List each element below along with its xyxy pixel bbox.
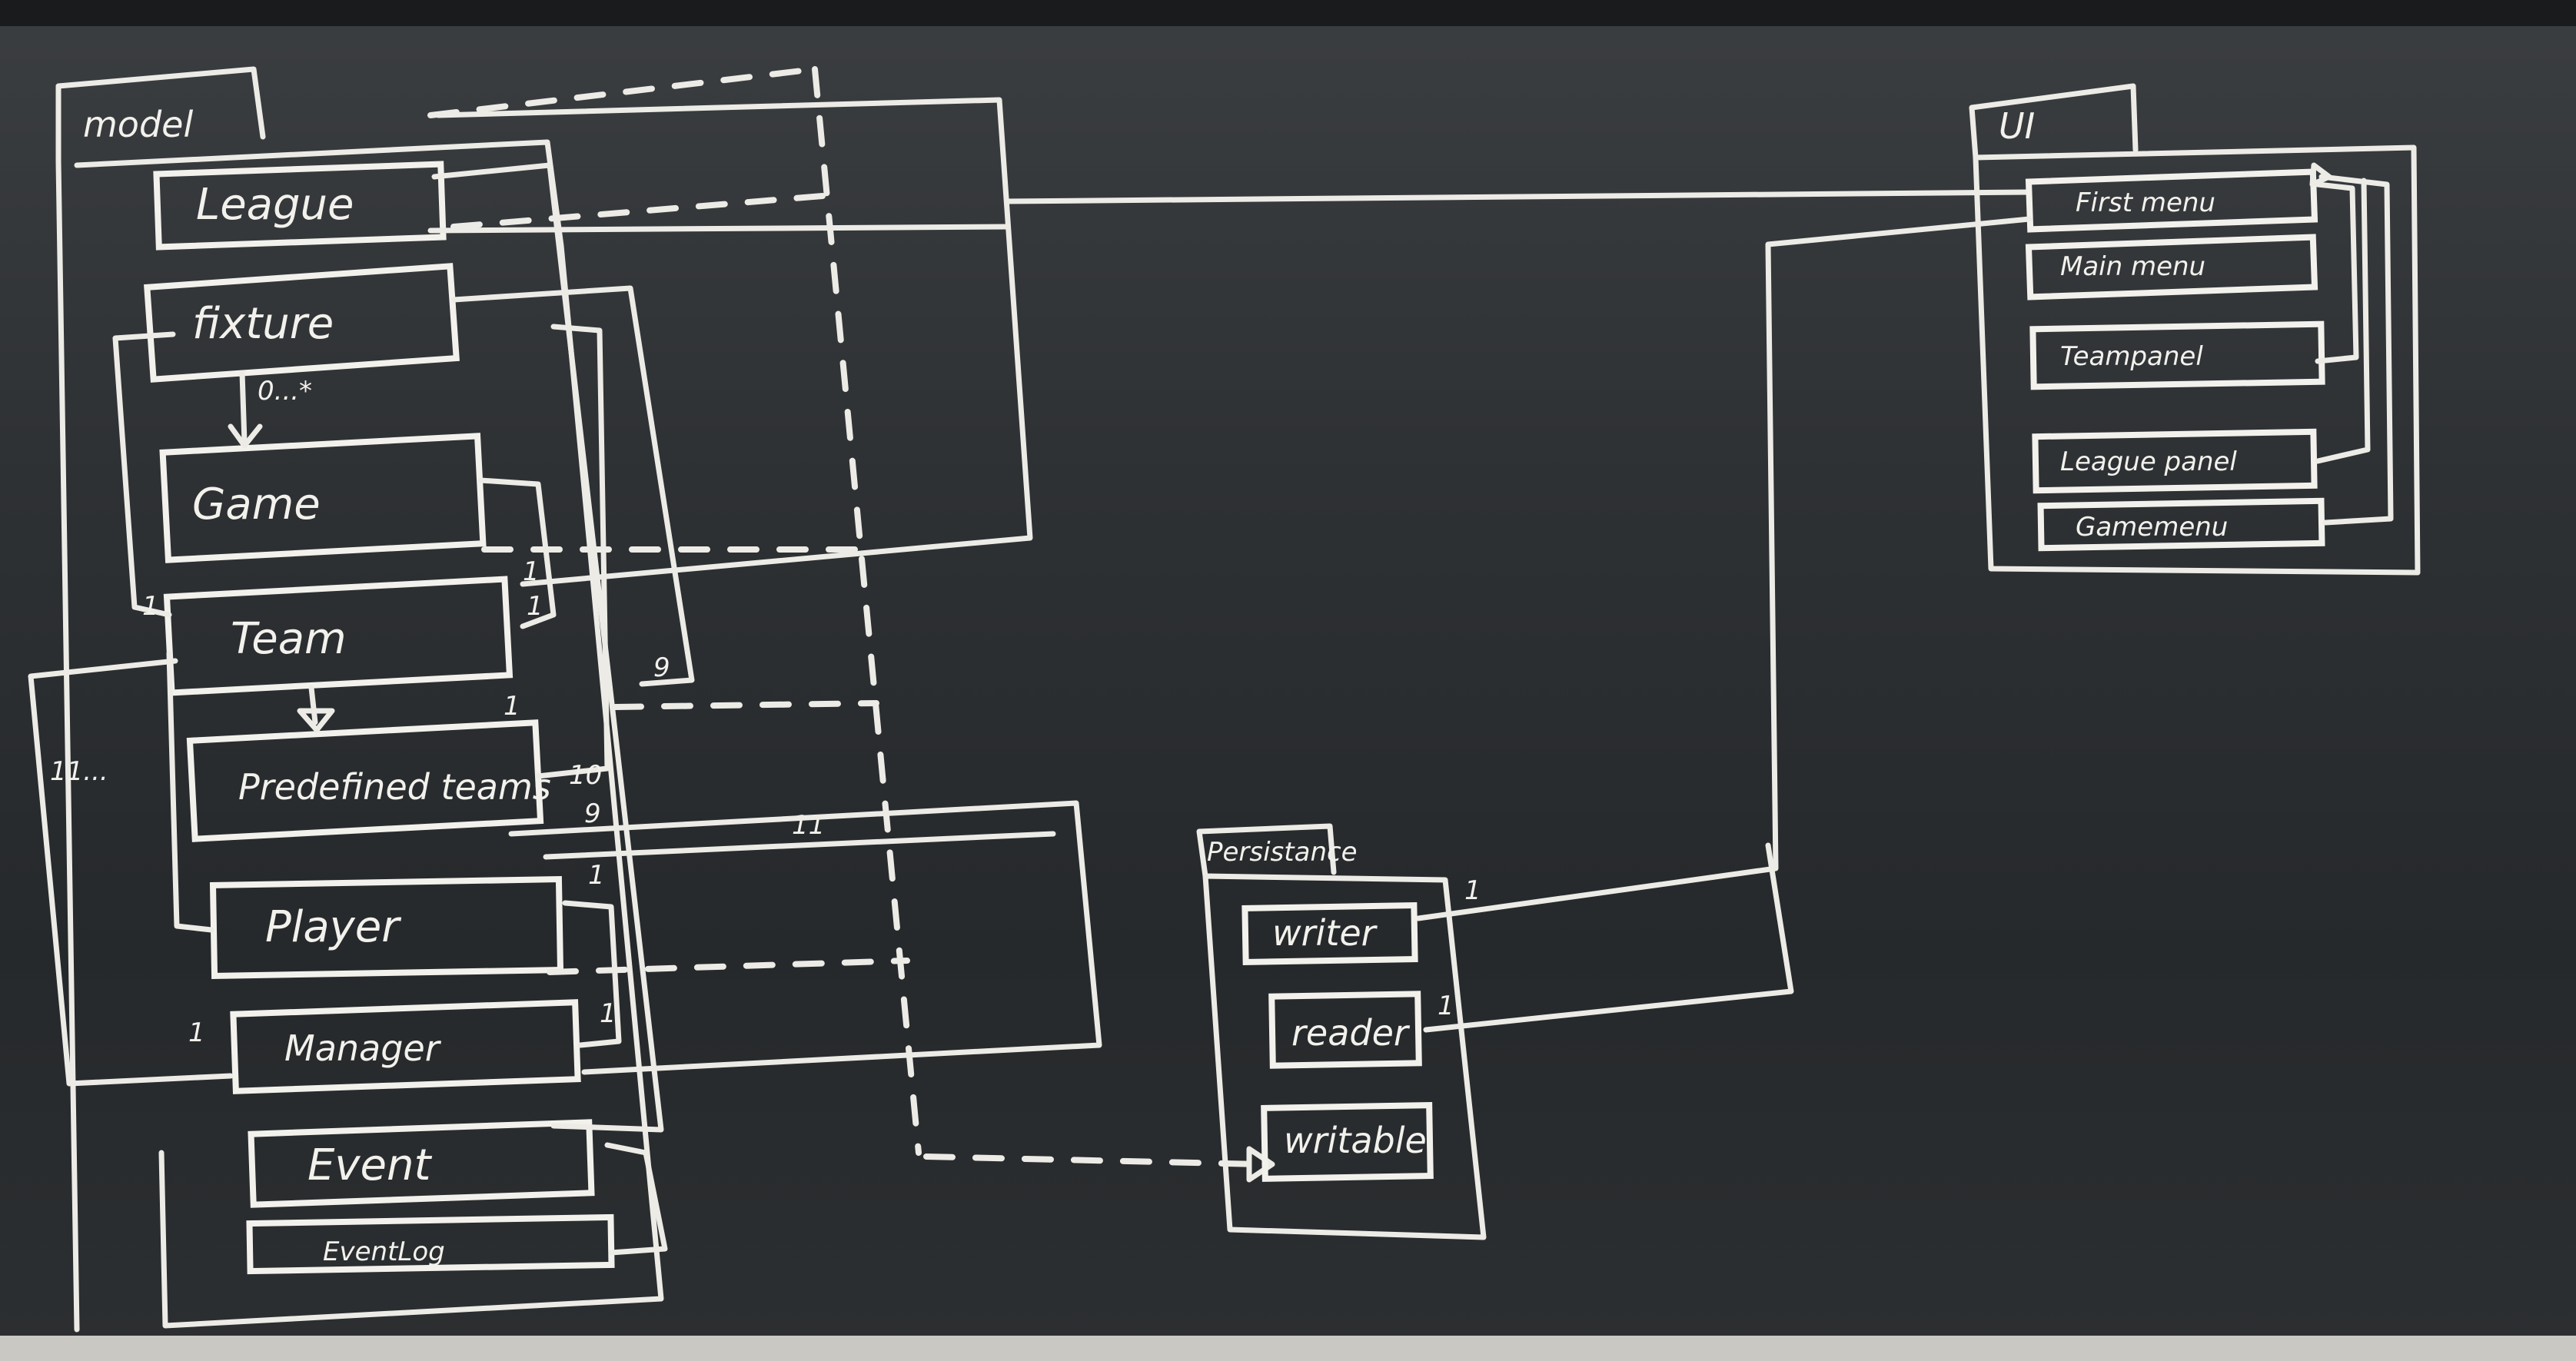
mult-fixture-game: 0...* (258, 376, 312, 407)
manager-class-name: Manager (284, 1027, 442, 1069)
mult-team-nine: 9 (653, 652, 670, 683)
fixture-to-game-arrow (228, 370, 263, 449)
league-class-name: League (196, 180, 354, 230)
team-class[interactable] (163, 576, 514, 696)
writable-class-name: writable (1284, 1120, 1427, 1161)
game-class-name: Game (192, 480, 321, 529)
game-class[interactable] (159, 433, 487, 563)
persistance-package-label: Persistance (1207, 837, 1358, 868)
team-panel-class[interactable] (2029, 320, 2325, 390)
ui-menu-links (2315, 174, 2394, 526)
reader-class[interactable] (1268, 991, 1422, 1069)
mult-predef-left: 11... (50, 756, 108, 787)
model-package-label: model (83, 104, 193, 145)
event-log-class-name: EventLog (323, 1237, 445, 1267)
league-top-connector (427, 224, 1010, 234)
dependency-dashed-predef (612, 700, 879, 710)
dependency-dashed-league (450, 193, 826, 230)
ui-first-menu-arrowhead (2309, 162, 2332, 188)
first-menu-class[interactable] (2025, 168, 2318, 233)
ui-package-label: UI (1999, 105, 2035, 147)
ui-package-tab (1969, 83, 2139, 161)
dependency-dashed-writable (923, 1154, 1264, 1167)
mult-reader-one: 1 (1438, 991, 1454, 1021)
fixture-game-link (450, 285, 695, 687)
team-predefined-inheritance (297, 685, 335, 733)
writer-class[interactable] (1241, 902, 1418, 965)
predefined-teams-class-name: Predefined teams (238, 766, 551, 808)
model-package: model League fixture Game Team Predefine… (28, 66, 825, 1333)
dependency-dashed-vertical (812, 66, 922, 1156)
persistance-package: Persistance writer reader writable 1 1 (1196, 823, 1487, 1240)
player-lower-connector (543, 831, 1056, 860)
board-top-frame (0, 0, 2576, 26)
writable-class[interactable] (1261, 1102, 1434, 1182)
fixture-class-name: fixture (192, 299, 334, 349)
model-package-tab (55, 66, 266, 1333)
ui-reader-connector (1423, 842, 1794, 1033)
player-class-name: Player (265, 902, 401, 952)
board-chalk-ledge (0, 1336, 2576, 1361)
first-menu-class-name: First menu (2076, 188, 2215, 218)
dependency-dashed-top (427, 66, 818, 118)
team-class-name: Team (231, 614, 347, 664)
game-menu-class-name: Gamemenu (2076, 512, 2228, 543)
dependency-dashed-player (547, 958, 910, 975)
ui-package: UI First menu Main menu Teampanel League… (1969, 83, 2421, 576)
ui-package-body (1973, 144, 2421, 576)
league-class[interactable] (153, 161, 447, 251)
game-menu-class[interactable] (2037, 497, 2325, 552)
event-log-link (604, 1142, 668, 1256)
main-menu-class-name: Main menu (2060, 251, 2205, 282)
event-log-class[interactable] (246, 1213, 615, 1275)
model-package-body (74, 139, 664, 1329)
ui-model-upper-connector (435, 97, 1033, 587)
mult-manager-left: 1 (188, 1017, 205, 1048)
first-menu-league-connector (1004, 189, 2033, 204)
team-to-player-loop (28, 658, 234, 1087)
fixture-league-link (431, 162, 664, 1133)
ui-persistance-connector (1415, 216, 2033, 921)
league-panel-class[interactable] (2032, 428, 2318, 494)
writer-class-name: writer (1272, 912, 1378, 954)
player-manager-right (562, 900, 622, 1048)
event-class-name: Event (307, 1140, 432, 1190)
team-panel-class-name: Teampanel (2060, 341, 2203, 372)
mult-team-right-a: 1 (523, 556, 540, 587)
main-menu-class[interactable] (2025, 234, 2318, 300)
writable-arrowhead (1246, 1146, 1275, 1183)
team-left-loop (112, 331, 176, 618)
event-class[interactable] (248, 1119, 595, 1208)
reader-class-name: reader (1291, 1012, 1411, 1054)
persistance-package-body (1202, 873, 1487, 1240)
predef-lower-connector (508, 800, 1102, 1075)
predefined-teams-class[interactable] (186, 719, 544, 842)
predef-player-link (166, 650, 214, 933)
manager-class[interactable] (230, 999, 581, 1094)
mult-predef-ten: 10 (569, 760, 602, 791)
mult-team-top: 1 (142, 591, 159, 622)
persistance-package-tab (1196, 823, 1337, 879)
league-panel-class-name: League panel (2060, 446, 2237, 477)
mult-team-right-b: 1 (527, 591, 543, 622)
mult-writer-one: 1 (1464, 875, 1481, 906)
mult-manager-one: 1 (600, 998, 617, 1029)
mult-player-one: 1 (588, 860, 605, 891)
mult-predef-one: 1 (504, 691, 520, 722)
mult-predef-nine: 9 (584, 798, 601, 829)
